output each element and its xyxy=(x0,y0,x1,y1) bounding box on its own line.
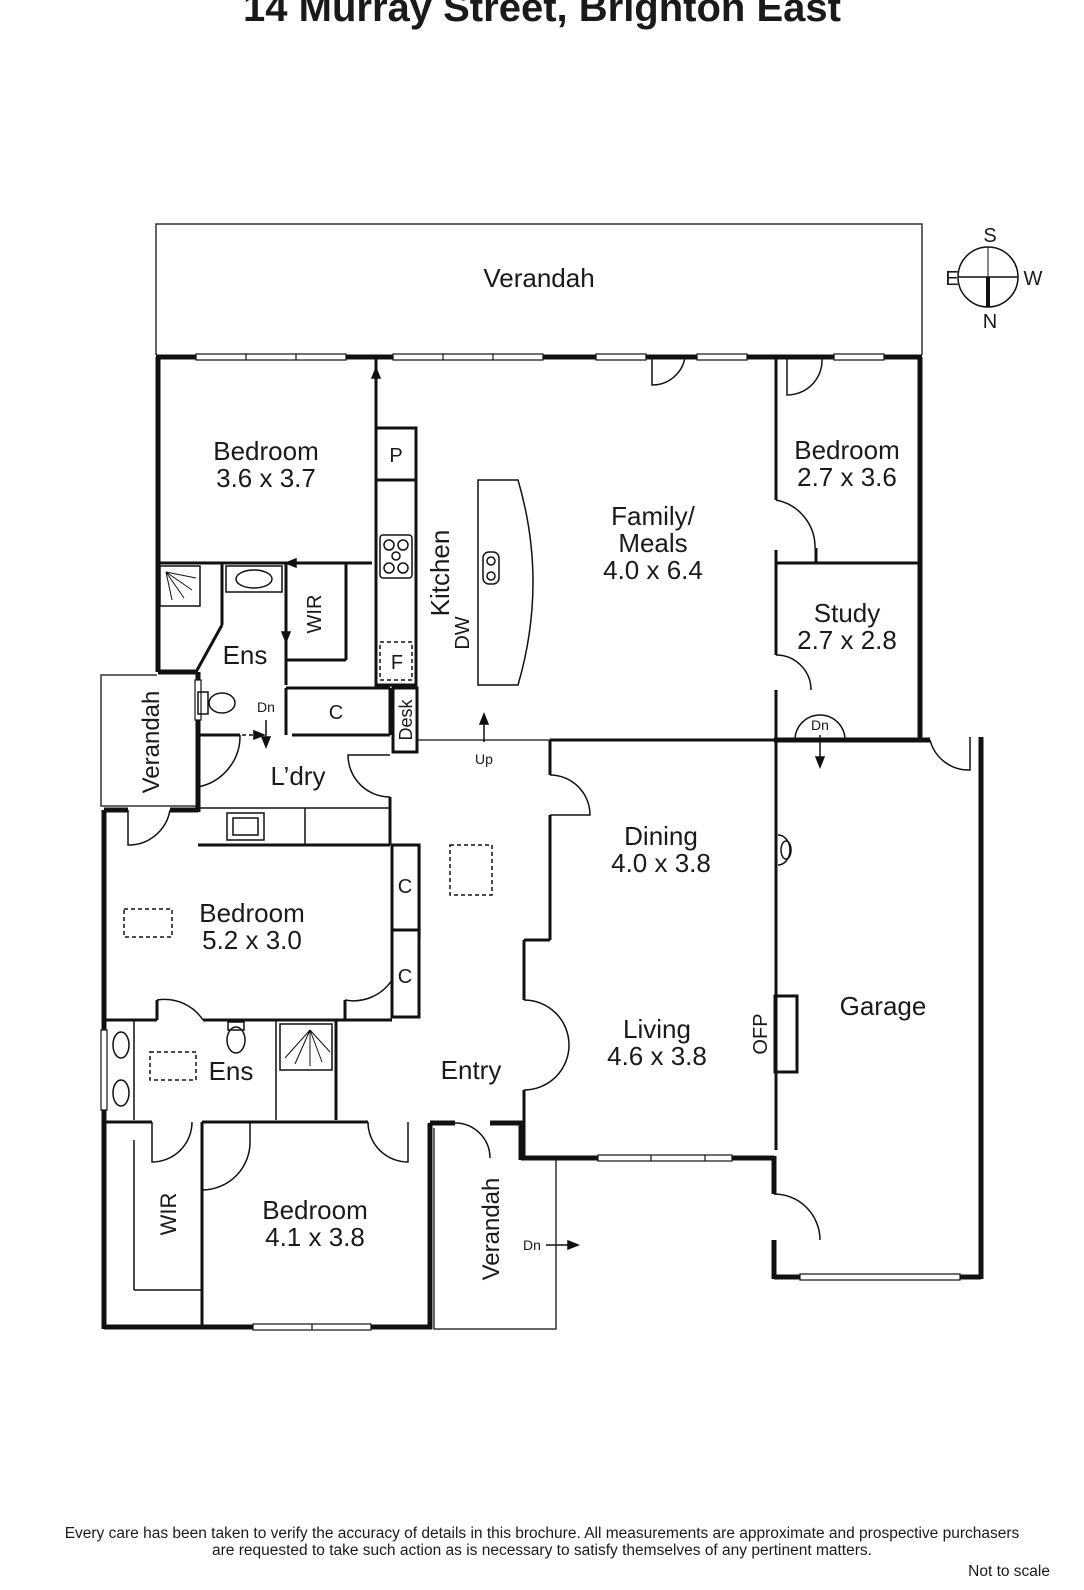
skylight-ens xyxy=(149,1051,197,1081)
cooktop xyxy=(379,534,413,579)
label-dn-bottom: Dn xyxy=(523,1237,541,1253)
windows xyxy=(100,353,961,1331)
label-laundry: L’dry xyxy=(271,761,326,791)
disclaimer-line-1: Every care has been taken to verify the … xyxy=(64,1525,1020,1542)
compass-s: S xyxy=(983,225,996,247)
label-up-hall: Up xyxy=(475,751,493,767)
label-family-1: Family/ xyxy=(611,501,696,531)
basin-2 xyxy=(112,1079,130,1107)
shower-bottom xyxy=(279,1023,333,1071)
label-bedroom-nw-dims: 3.6 x 3.7 xyxy=(216,463,316,493)
verandah-outlines xyxy=(100,223,923,1330)
door-swings xyxy=(127,356,971,1241)
label-study-dims: 2.7 x 2.8 xyxy=(797,625,897,655)
label-ens-top: Ens xyxy=(223,640,268,670)
label-dining-dims: 4.0 x 3.8 xyxy=(611,848,711,878)
label-study: Study xyxy=(814,598,881,628)
label-family-dims: 4.0 x 6.4 xyxy=(603,555,703,585)
laundry-tub xyxy=(226,812,265,841)
toilet-top xyxy=(208,692,236,714)
island-sink xyxy=(482,551,500,585)
shower-rays xyxy=(165,571,331,1066)
arrows xyxy=(200,365,826,1251)
label-wir-top: WIR xyxy=(304,595,326,634)
label-cupboard-1: C xyxy=(398,876,412,898)
label-kitchen: Kitchen xyxy=(425,530,455,617)
label-verandah-top: Verandah xyxy=(483,263,594,293)
label-cupboard-2: C xyxy=(398,966,412,988)
label-garage: Garage xyxy=(840,991,927,1021)
interior-walls xyxy=(104,357,920,1327)
basin-1 xyxy=(112,1031,130,1059)
kitchen-island xyxy=(477,479,534,686)
compass-n: N xyxy=(983,311,997,333)
compass-e: E xyxy=(945,268,958,290)
label-verandah-bottom: Verandah xyxy=(478,1178,505,1281)
toilet-bottom xyxy=(226,1026,246,1054)
label-dining: Dining xyxy=(624,821,698,851)
label-bedroom-sw: Bedroom xyxy=(262,1195,368,1225)
fridge-space xyxy=(379,641,413,681)
label-entry: Entry xyxy=(441,1055,502,1085)
page-title: 14 Murray Street, Brighton East xyxy=(243,0,841,30)
exterior-walls xyxy=(101,354,984,1330)
label-wir-bottom: WIR xyxy=(156,1193,181,1236)
label-pantry: P xyxy=(389,445,402,467)
label-dn-study: Dn xyxy=(811,717,829,733)
fixtures xyxy=(112,479,792,1107)
label-ofp: OFP xyxy=(750,1013,772,1054)
shower-top xyxy=(159,565,201,607)
label-bedroom-ne-dims: 2.7 x 3.6 xyxy=(797,462,897,492)
label-fridge: F xyxy=(391,652,403,674)
label-bedroom-sw-dims: 4.1 x 3.8 xyxy=(265,1222,365,1252)
scale-note: Not to scale xyxy=(968,1563,1050,1580)
label-bedroom-w-dims: 5.2 x 3.0 xyxy=(202,925,302,955)
label-bedroom-w: Bedroom xyxy=(199,898,305,928)
garage-fixture xyxy=(777,834,791,866)
label-cupboard-laundry: C xyxy=(329,702,343,724)
label-ens-bottom: Ens xyxy=(209,1056,254,1086)
skylight-hall xyxy=(449,844,493,896)
label-living: Living xyxy=(623,1014,691,1044)
label-family-2: Meals xyxy=(618,528,687,558)
compass-w: W xyxy=(1024,268,1043,290)
skylight-bedroom xyxy=(123,908,173,938)
label-verandah-left: Verandah xyxy=(138,691,165,794)
label-desk: Desk xyxy=(396,698,416,740)
label-dn-laundry: Dn xyxy=(257,699,275,715)
label-bedroom-ne: Bedroom xyxy=(794,435,900,465)
compass-icon xyxy=(957,246,1019,308)
label-living-dims: 4.6 x 3.8 xyxy=(607,1041,707,1071)
disclaimer-line-2: are requested to take such action as is … xyxy=(212,1542,872,1559)
label-bedroom-nw: Bedroom xyxy=(213,436,319,466)
disclaimer: Every care has been taken to verify the … xyxy=(0,1525,1084,1559)
room-labels: Verandah Bedroom 3.6 x 3.7 Family/ Meals… xyxy=(138,263,926,1280)
ensuite-vanity-top xyxy=(225,565,283,593)
label-dw: DW xyxy=(452,616,474,649)
